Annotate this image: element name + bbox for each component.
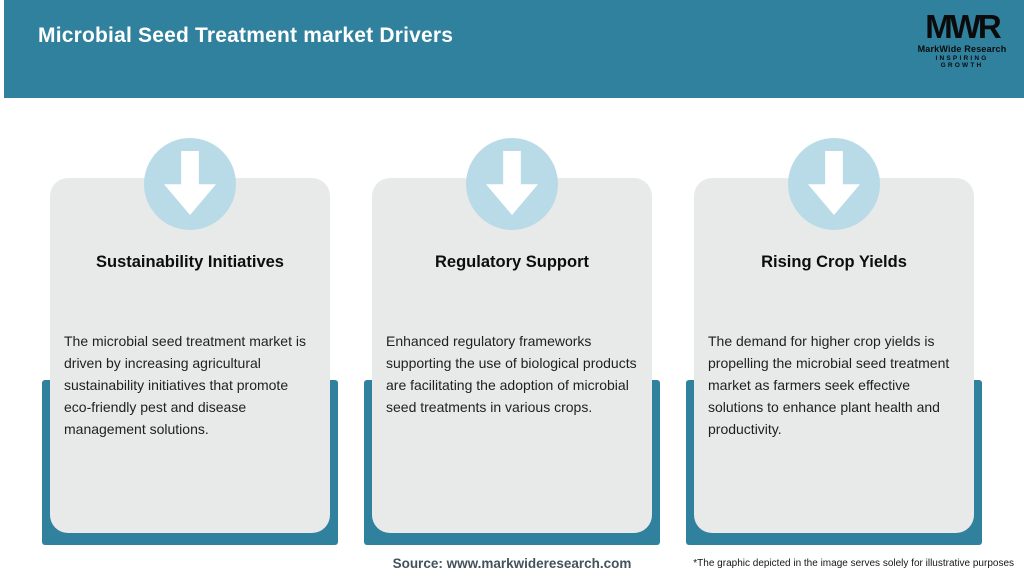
- card-panel: Regulatory Support Enhanced regulatory f…: [372, 178, 652, 533]
- card-body-text: The microbial seed treatment market is d…: [64, 333, 306, 437]
- arrow-badge: [466, 138, 558, 230]
- card-panel: Rising Crop Yields The demand for higher…: [694, 178, 974, 533]
- card-body-text: The demand for higher crop yields is pro…: [708, 333, 950, 437]
- driver-card-regulatory: Regulatory Support Enhanced regulatory f…: [364, 138, 660, 545]
- logo-name: MarkWide Research: [917, 44, 1007, 54]
- logo-acronym: MWR: [925, 7, 1001, 46]
- card-panel: Sustainability Initiatives The microbial…: [50, 178, 330, 533]
- driver-card-sustainability: Sustainability Initiatives The microbial…: [42, 138, 338, 545]
- card-title: Regulatory Support: [434, 253, 589, 271]
- card-title: Rising Crop Yields: [761, 253, 907, 271]
- drivers-cards-row: Sustainability Initiatives The microbial…: [42, 138, 982, 545]
- disclaimer-text: *The graphic depicted in the image serve…: [693, 558, 1014, 569]
- down-arrow-icon: [164, 151, 216, 215]
- card-body-text: Enhanced regulatory frameworks supportin…: [386, 333, 637, 415]
- page-title: Microbial Seed Treatment market Drivers: [38, 24, 454, 47]
- driver-card-crop-yields: Rising Crop Yields The demand for higher…: [686, 138, 982, 545]
- down-arrow-icon: [486, 151, 538, 215]
- arrow-badge: [144, 138, 236, 230]
- markwide-logo: MWR MarkWide Research INSPIRING GROWTH: [914, 10, 1010, 69]
- source-text: Source: www.markwideresearch.com: [392, 556, 632, 571]
- arrow-badge: [788, 138, 880, 230]
- down-arrow-icon: [808, 151, 860, 215]
- logo-tagline: INSPIRING GROWTH: [935, 55, 989, 69]
- card-title: Sustainability Initiatives: [96, 253, 284, 271]
- header-banner: Microbial Seed Treatment market Drivers …: [4, 0, 1024, 98]
